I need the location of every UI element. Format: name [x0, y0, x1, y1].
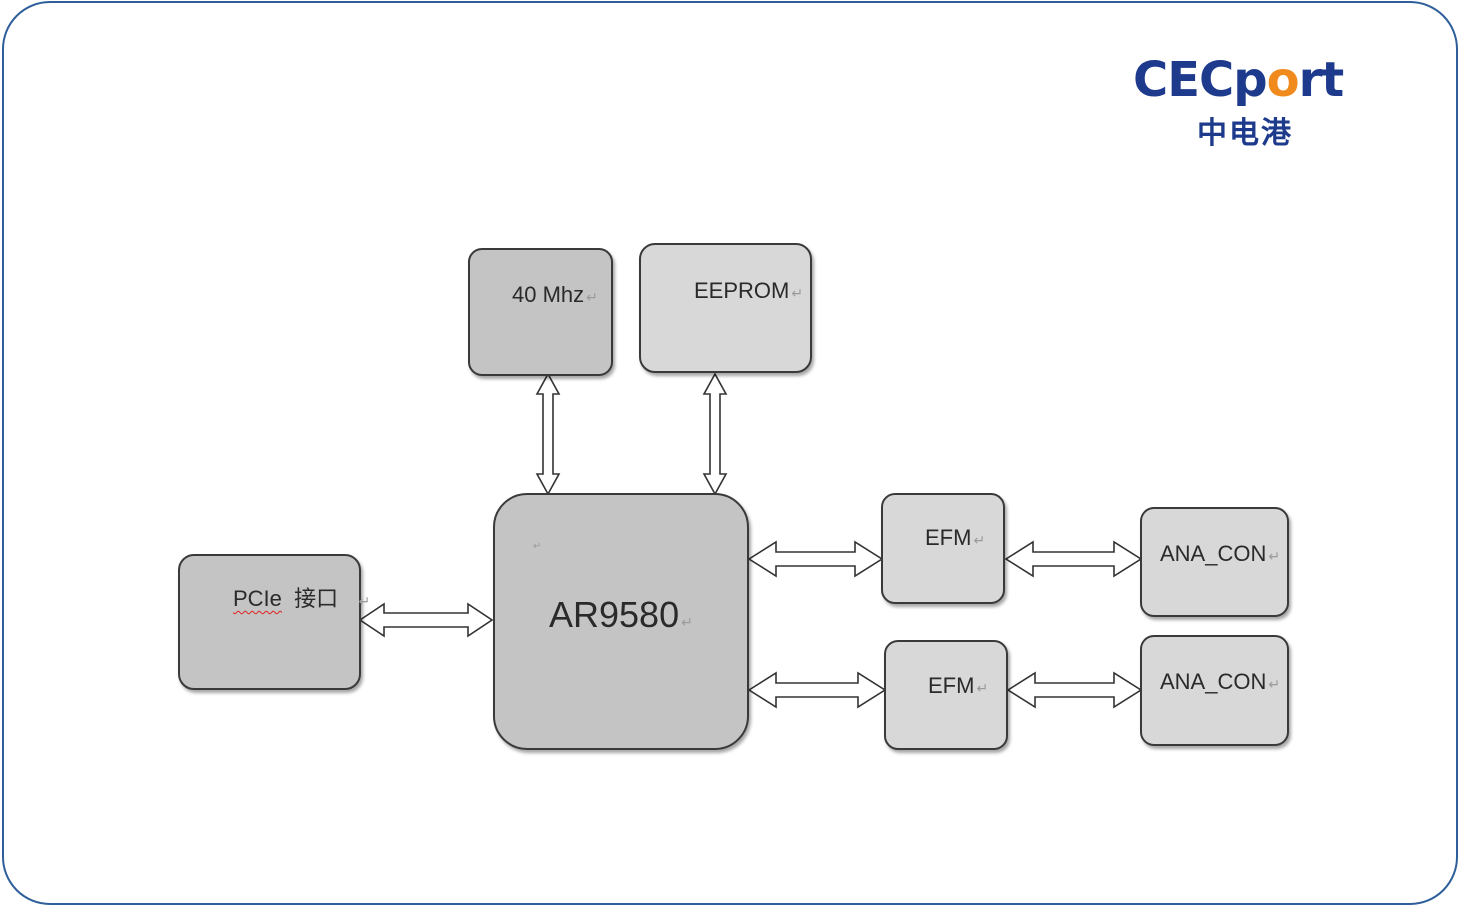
ana-con-block-2: ANA_CON↵	[1140, 635, 1289, 746]
arrow-pcie-chip	[358, 602, 494, 638]
pcie-interface-label: 接口	[294, 586, 339, 611]
ar9580-chip-block: ↵ AR9580↵	[493, 493, 749, 750]
arrow-chip-efm2	[747, 671, 887, 709]
arrow-efm1-ana1	[1004, 540, 1143, 578]
ana-con-label-2: ANA_CON	[1160, 669, 1267, 694]
arrow-osc-chip	[535, 372, 561, 496]
oscillator-block: 40 Mhz↵	[468, 248, 613, 376]
ana-con-block-1: ANA_CON↵	[1140, 507, 1289, 617]
efm-label-2: EFM	[928, 673, 975, 698]
pcie-label: PCIe	[233, 586, 282, 611]
efm-block-1: EFM↵	[881, 493, 1005, 604]
chip-small-mark: ↵	[533, 541, 542, 552]
arrow-efm2-ana2	[1006, 671, 1143, 709]
oscillator-label: 40 Mhz	[512, 282, 585, 307]
ana-con-label-1: ANA_CON	[1160, 541, 1267, 566]
eeprom-block: EEPROM↵	[639, 243, 812, 373]
eeprom-label: EEPROM	[694, 278, 790, 303]
cecport-logo: CECport 中电港	[1133, 52, 1393, 162]
pcie-interface-block: PCIe 接口 ↵	[178, 554, 370, 690]
logo-chinese-name: 中电港	[1197, 116, 1293, 151]
arrow-eeprom-chip	[702, 372, 728, 496]
efm-block-2: EFM↵	[884, 640, 1008, 750]
arrow-chip-efm1	[747, 540, 884, 578]
logo-wordmark: CECport	[1133, 52, 1344, 108]
ar9580-label: AR9580	[549, 594, 680, 635]
efm-label-1: EFM	[925, 525, 972, 550]
